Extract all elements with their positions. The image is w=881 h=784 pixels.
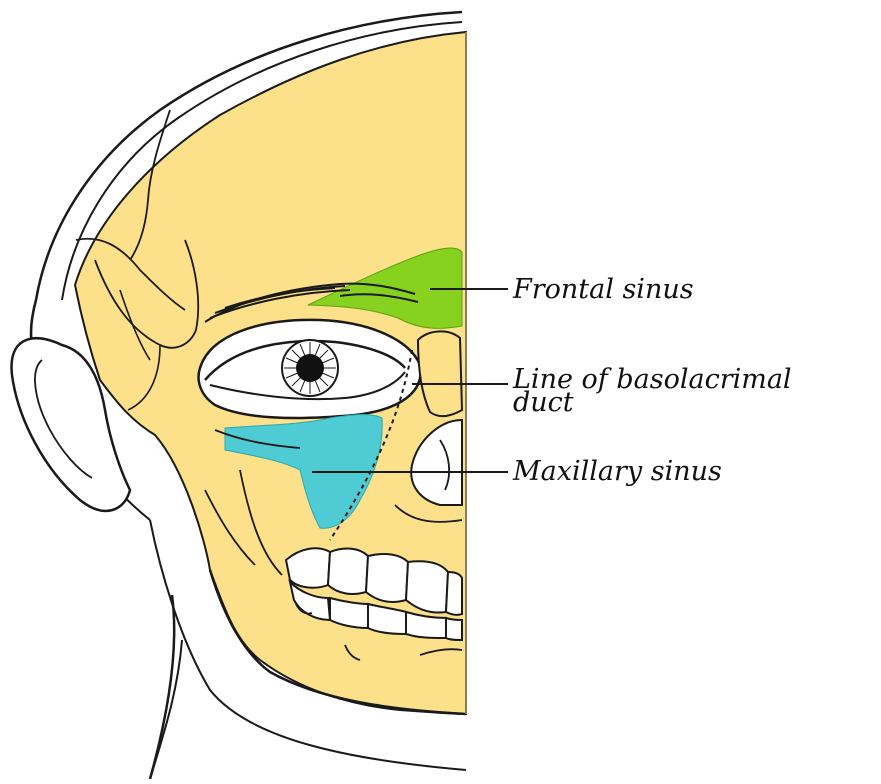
frontal-sinus-label: Frontal sinus — [513, 276, 694, 303]
nasolacrimal-duct-label-line2: duct — [513, 389, 574, 416]
maxillary-sinus-label: Maxillary sinus — [513, 458, 722, 485]
pupil — [296, 354, 324, 382]
